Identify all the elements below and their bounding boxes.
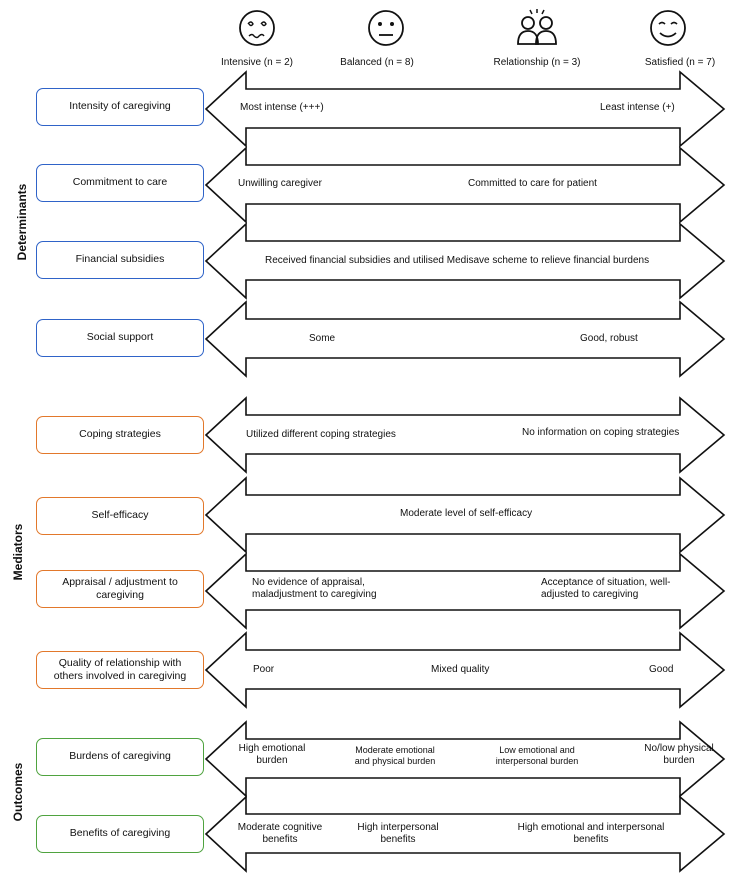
row-label-coping: Coping strategies bbox=[36, 416, 204, 454]
arrow-text: Moderate cognitive benefits bbox=[237, 822, 323, 845]
column-heading-intensive: Intensive (n = 2) bbox=[221, 57, 293, 68]
row-label-commitment: Commitment to care bbox=[36, 164, 204, 202]
arrow-text: Least intense (+) bbox=[600, 102, 675, 113]
row-label-text: Appraisal / adjustment to caregiving bbox=[62, 575, 178, 601]
arrow-text: Poor bbox=[253, 664, 275, 675]
row-label-text: Social support bbox=[86, 331, 154, 344]
arrow-text: Moderate emotional and physical burden bbox=[354, 745, 436, 766]
arrow-text: High interpersonal benefits bbox=[357, 822, 439, 845]
group-label-determinants: Determinants bbox=[15, 183, 29, 261]
arrow-text: Mixed quality bbox=[431, 664, 490, 675]
arrow-text: Acceptance of situation, well- adjusted … bbox=[541, 577, 671, 600]
row-label-text: Benefits of caregiving bbox=[69, 827, 171, 840]
row-label-text: Burdens of caregiving bbox=[69, 750, 171, 763]
arrow-row-4 bbox=[204, 300, 726, 378]
arrow-text: High emotional burden bbox=[238, 743, 306, 766]
arrow-row-1 bbox=[204, 70, 726, 148]
arrow-text: No evidence of appraisal, maladjustment … bbox=[252, 577, 377, 600]
column-heading-relationship: Relationship (n = 3) bbox=[493, 57, 581, 68]
neutral-face-icon bbox=[368, 10, 404, 46]
row-label-text: Quality of relationship with others invo… bbox=[53, 656, 187, 682]
arrow-text: High emotional and interpersonal benefit… bbox=[517, 822, 665, 845]
row-label-text: Financial subsidies bbox=[75, 253, 165, 266]
arrow-row-6 bbox=[204, 476, 726, 554]
arrow-text: No information on coping strategies bbox=[522, 427, 680, 438]
arrow-text: Moderate level of self-efficacy bbox=[400, 508, 533, 519]
dizzy-face-icon bbox=[239, 10, 275, 46]
group-label-mediators: Mediators bbox=[11, 523, 25, 581]
arrow-text: Most intense (+++) bbox=[240, 102, 324, 113]
row-label-appraisal: Appraisal / adjustment to caregiving bbox=[36, 570, 204, 608]
row-label-text: Commitment to care bbox=[72, 176, 168, 189]
row-label-financial: Financial subsidies bbox=[36, 241, 204, 279]
row-label-text: Coping strategies bbox=[79, 428, 161, 441]
row-label-text: Self-efficacy bbox=[91, 509, 149, 522]
column-heading-balanced: Balanced (n = 8) bbox=[340, 57, 414, 68]
row-label-benefits: Benefits of caregiving bbox=[36, 815, 204, 853]
two-people-icon bbox=[517, 9, 557, 45]
group-label-outcomes: Outcomes bbox=[11, 762, 25, 822]
row-label-social-support: Social support bbox=[36, 319, 204, 357]
arrow-text: No/low physical burden bbox=[644, 743, 714, 766]
arrow-text: Committed to care for patient bbox=[468, 178, 597, 189]
column-heading-satisfied: Satisfied (n = 7) bbox=[644, 57, 716, 68]
arrow-text: Good, robust bbox=[580, 333, 638, 344]
arrow-row-9 bbox=[204, 720, 726, 798]
row-label-burdens: Burdens of caregiving bbox=[36, 738, 204, 776]
arrow-text: Utilized different coping strategies bbox=[246, 429, 396, 440]
arrow-row-8 bbox=[204, 631, 726, 709]
arrow-row-10 bbox=[204, 795, 726, 873]
arrow-text: Some bbox=[309, 333, 336, 344]
arrow-text: Received financial subsidies and utilise… bbox=[265, 255, 650, 266]
row-label-intensity: Intensity of caregiving bbox=[36, 88, 204, 126]
arrow-row-2 bbox=[204, 146, 726, 224]
arrow-row-5 bbox=[204, 396, 726, 474]
smiling-face-icon bbox=[650, 10, 686, 46]
row-label-text: Intensity of caregiving bbox=[69, 100, 171, 113]
row-label-self-efficacy: Self-efficacy bbox=[36, 497, 204, 535]
arrow-text: Low emotional and interpersonal burden bbox=[495, 745, 579, 766]
arrow-row-3 bbox=[204, 222, 726, 300]
arrow-row-7 bbox=[204, 552, 726, 630]
arrow-text: Good bbox=[649, 664, 674, 675]
row-label-quality-relationship: Quality of relationship with others invo… bbox=[36, 651, 204, 689]
arrow-text: Unwilling caregiver bbox=[238, 178, 322, 189]
